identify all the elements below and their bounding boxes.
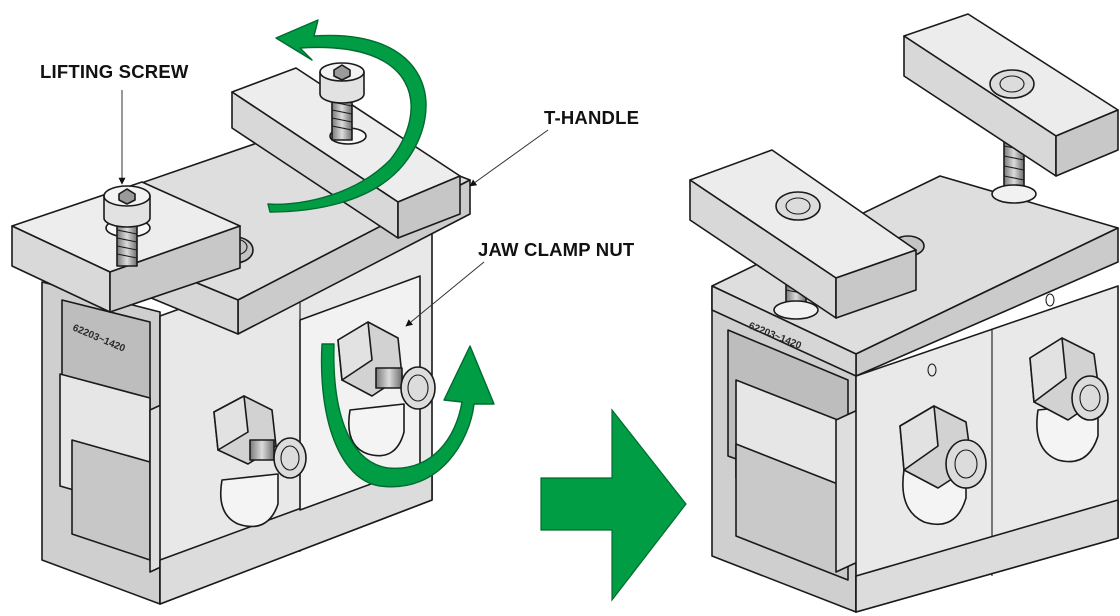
lifting-screw-back	[319, 62, 365, 141]
left-t-handle	[11, 181, 241, 313]
lifting-screw-label: LIFTING SCREW	[40, 61, 189, 82]
curved-rotation-arrow-icon	[320, 343, 495, 488]
jaw-clamp-nut-upper	[337, 321, 436, 457]
callouts: LIFTING SCREW T-HANDLE JAW CLAMP NUT	[40, 61, 639, 327]
jaw-clamp-nut-label: JAW CLAMP NUT	[478, 239, 635, 260]
left-assembly: 62203~1420	[11, 19, 495, 605]
right-jaw-clamp-nut-lower	[899, 405, 987, 526]
lifting-screw-left	[103, 185, 151, 267]
curved-rotation-arrow-icon	[267, 19, 427, 213]
right-t-handle-back	[903, 13, 1119, 177]
jaw-clamp-nut-lower	[213, 395, 307, 528]
right-t-handle-front	[689, 149, 917, 319]
right-jaw-clamp-nut-upper	[1029, 337, 1109, 463]
right-arrow-icon	[540, 408, 687, 602]
left-side-wall	[41, 281, 177, 605]
right-assembly: 62203~1420	[689, 13, 1119, 613]
t-handle-label: T-HANDLE	[544, 107, 639, 128]
